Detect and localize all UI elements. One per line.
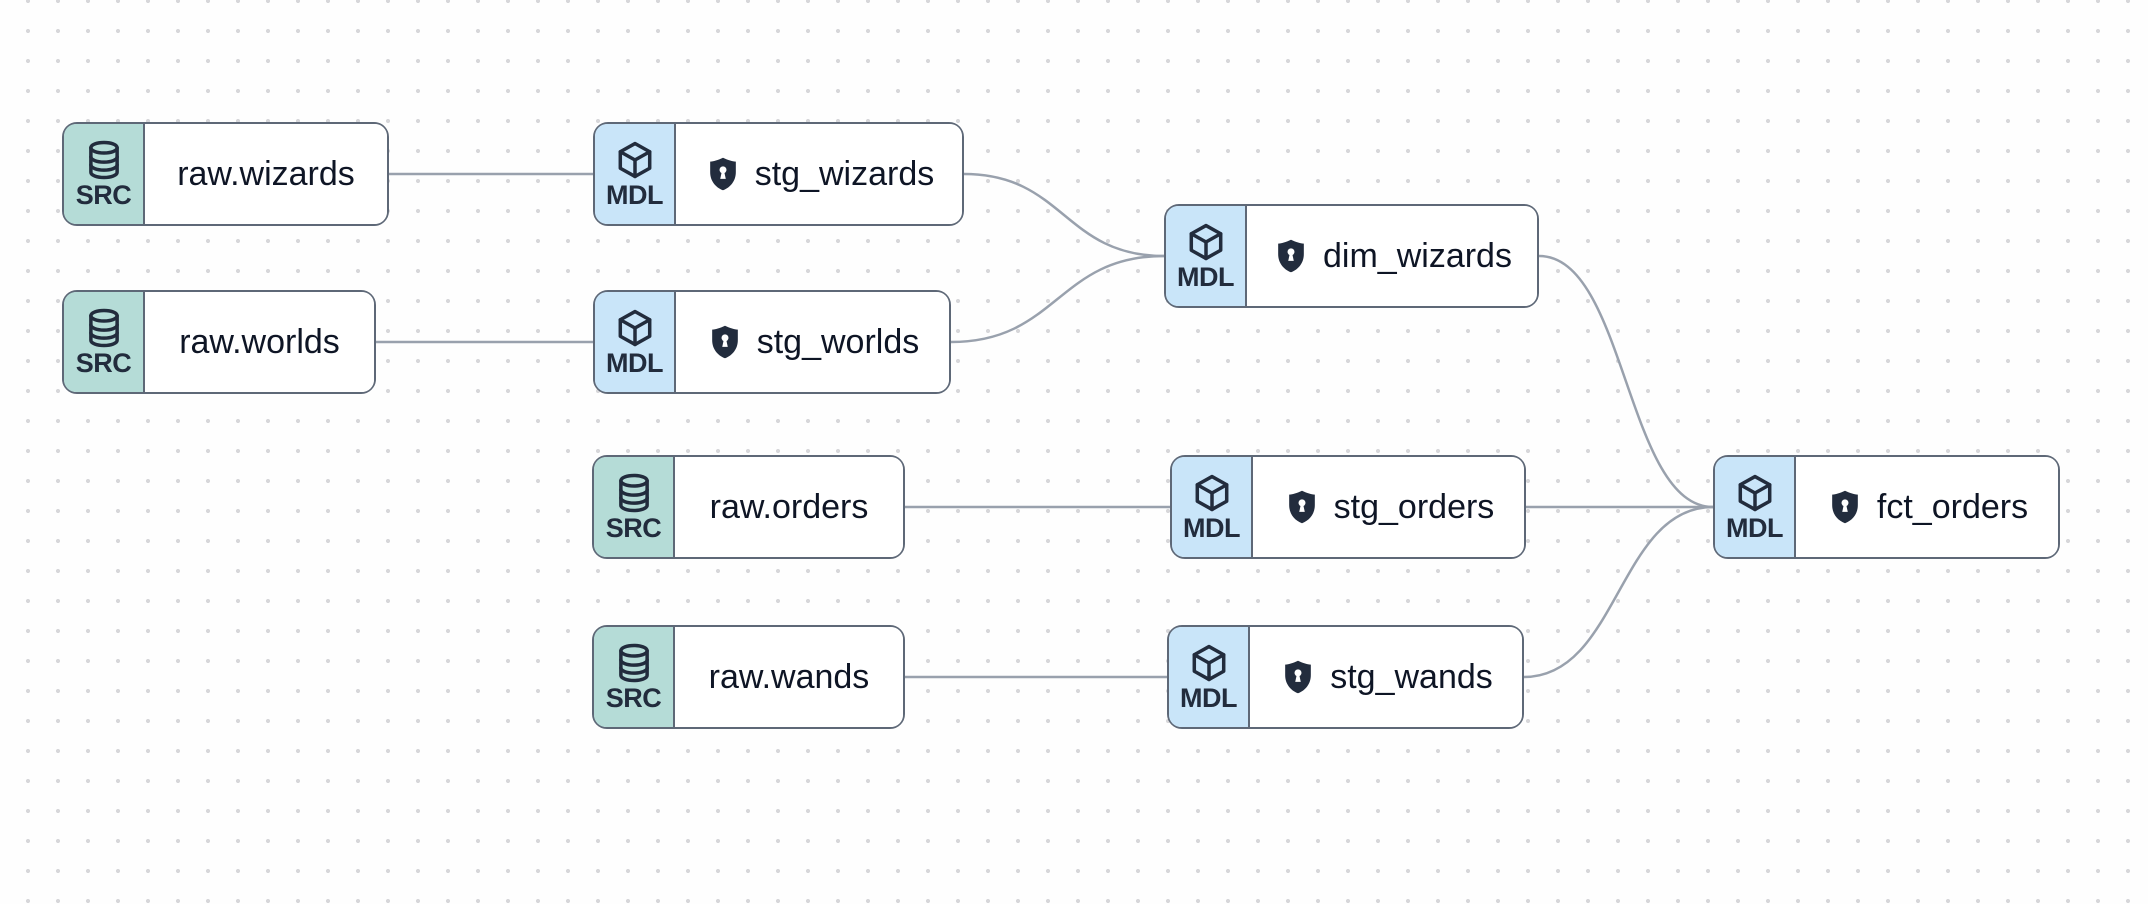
node-body: stg_wands <box>1250 627 1522 727</box>
node-dim-wizards[interactable]: MDL dim_wizards <box>1164 204 1539 308</box>
node-raw-wizards[interactable]: SRC raw.wizards <box>62 122 389 226</box>
node-body: stg_wizards <box>676 124 962 224</box>
cube-icon <box>1734 472 1776 514</box>
node-label: dim_wizards <box>1323 237 1512 275</box>
node-label: raw.orders <box>709 488 869 526</box>
node-body: dim_wizards <box>1247 206 1537 306</box>
node-fct-orders[interactable]: MDL fct_orders <box>1713 455 2060 559</box>
node-body: fct_orders <box>1796 457 2058 557</box>
node-label: raw.wands <box>708 658 870 696</box>
mdl-badge: MDL <box>1172 457 1253 557</box>
cube-icon <box>1188 642 1230 684</box>
node-label: stg_worlds <box>756 323 920 361</box>
mdl-badge: MDL <box>595 124 676 224</box>
node-raw-wands[interactable]: SRC raw.wands <box>592 625 905 729</box>
shield-lock-icon <box>1826 488 1864 526</box>
database-icon <box>83 307 125 349</box>
src-badge: SRC <box>594 627 675 727</box>
src-badge: SRC <box>64 124 145 224</box>
node-body: raw.orders <box>675 457 903 557</box>
mdl-badge: MDL <box>1166 206 1247 306</box>
node-raw-worlds[interactable]: SRC raw.worlds <box>62 290 376 394</box>
shield-lock-icon <box>704 155 742 193</box>
node-stg-orders[interactable]: MDL stg_orders <box>1170 455 1526 559</box>
src-badge: SRC <box>594 457 675 557</box>
node-label: raw.wizards <box>177 155 355 193</box>
node-stg-wizards[interactable]: MDL stg_wizards <box>593 122 964 226</box>
node-label: stg_wands <box>1330 658 1493 696</box>
node-stg-worlds[interactable]: MDL stg_worlds <box>593 290 951 394</box>
cube-icon <box>614 307 656 349</box>
badge-label: MDL <box>1180 683 1237 713</box>
badge-label: MDL <box>606 348 663 378</box>
node-label: stg_orders <box>1333 488 1495 526</box>
node-body: stg_orders <box>1253 457 1524 557</box>
shield-lock-icon <box>706 323 744 361</box>
node-body: stg_worlds <box>676 292 949 392</box>
badge-label: MDL <box>1177 262 1234 292</box>
node-stg-wands[interactable]: MDL stg_wands <box>1167 625 1524 729</box>
badge-label: MDL <box>1183 513 1240 543</box>
edge-stg-wands-to-fct-orders <box>1522 505 1715 679</box>
node-raw-orders[interactable]: SRC raw.orders <box>592 455 905 559</box>
edge-stg-worlds-to-dim-wizards <box>949 254 1166 344</box>
mdl-badge: MDL <box>1715 457 1796 557</box>
cube-icon <box>614 139 656 181</box>
shield-lock-icon <box>1283 488 1321 526</box>
shield-lock-icon <box>1279 658 1317 696</box>
database-icon <box>83 139 125 181</box>
edge-dim-wizards-to-fct-orders <box>1537 254 1715 509</box>
src-badge: SRC <box>64 292 145 392</box>
database-icon <box>613 642 655 684</box>
shield-lock-icon <box>1272 237 1310 275</box>
badge-label: MDL <box>1726 513 1783 543</box>
node-label: raw.worlds <box>179 323 340 361</box>
badge-label: SRC <box>605 513 662 543</box>
cube-icon <box>1191 472 1233 514</box>
badge-label: SRC <box>75 180 132 210</box>
badge-label: SRC <box>75 348 132 378</box>
mdl-badge: MDL <box>595 292 676 392</box>
badge-label: MDL <box>606 180 663 210</box>
edge-stg-wizards-to-dim-wizards <box>962 172 1166 258</box>
node-label: stg_wizards <box>754 155 935 193</box>
node-body: raw.wands <box>675 627 903 727</box>
node-label: fct_orders <box>1876 488 2029 526</box>
badge-label: SRC <box>605 683 662 713</box>
database-icon <box>613 472 655 514</box>
node-body: raw.wizards <box>145 124 387 224</box>
mdl-badge: MDL <box>1169 627 1250 727</box>
node-body: raw.worlds <box>145 292 374 392</box>
cube-icon <box>1185 221 1227 263</box>
